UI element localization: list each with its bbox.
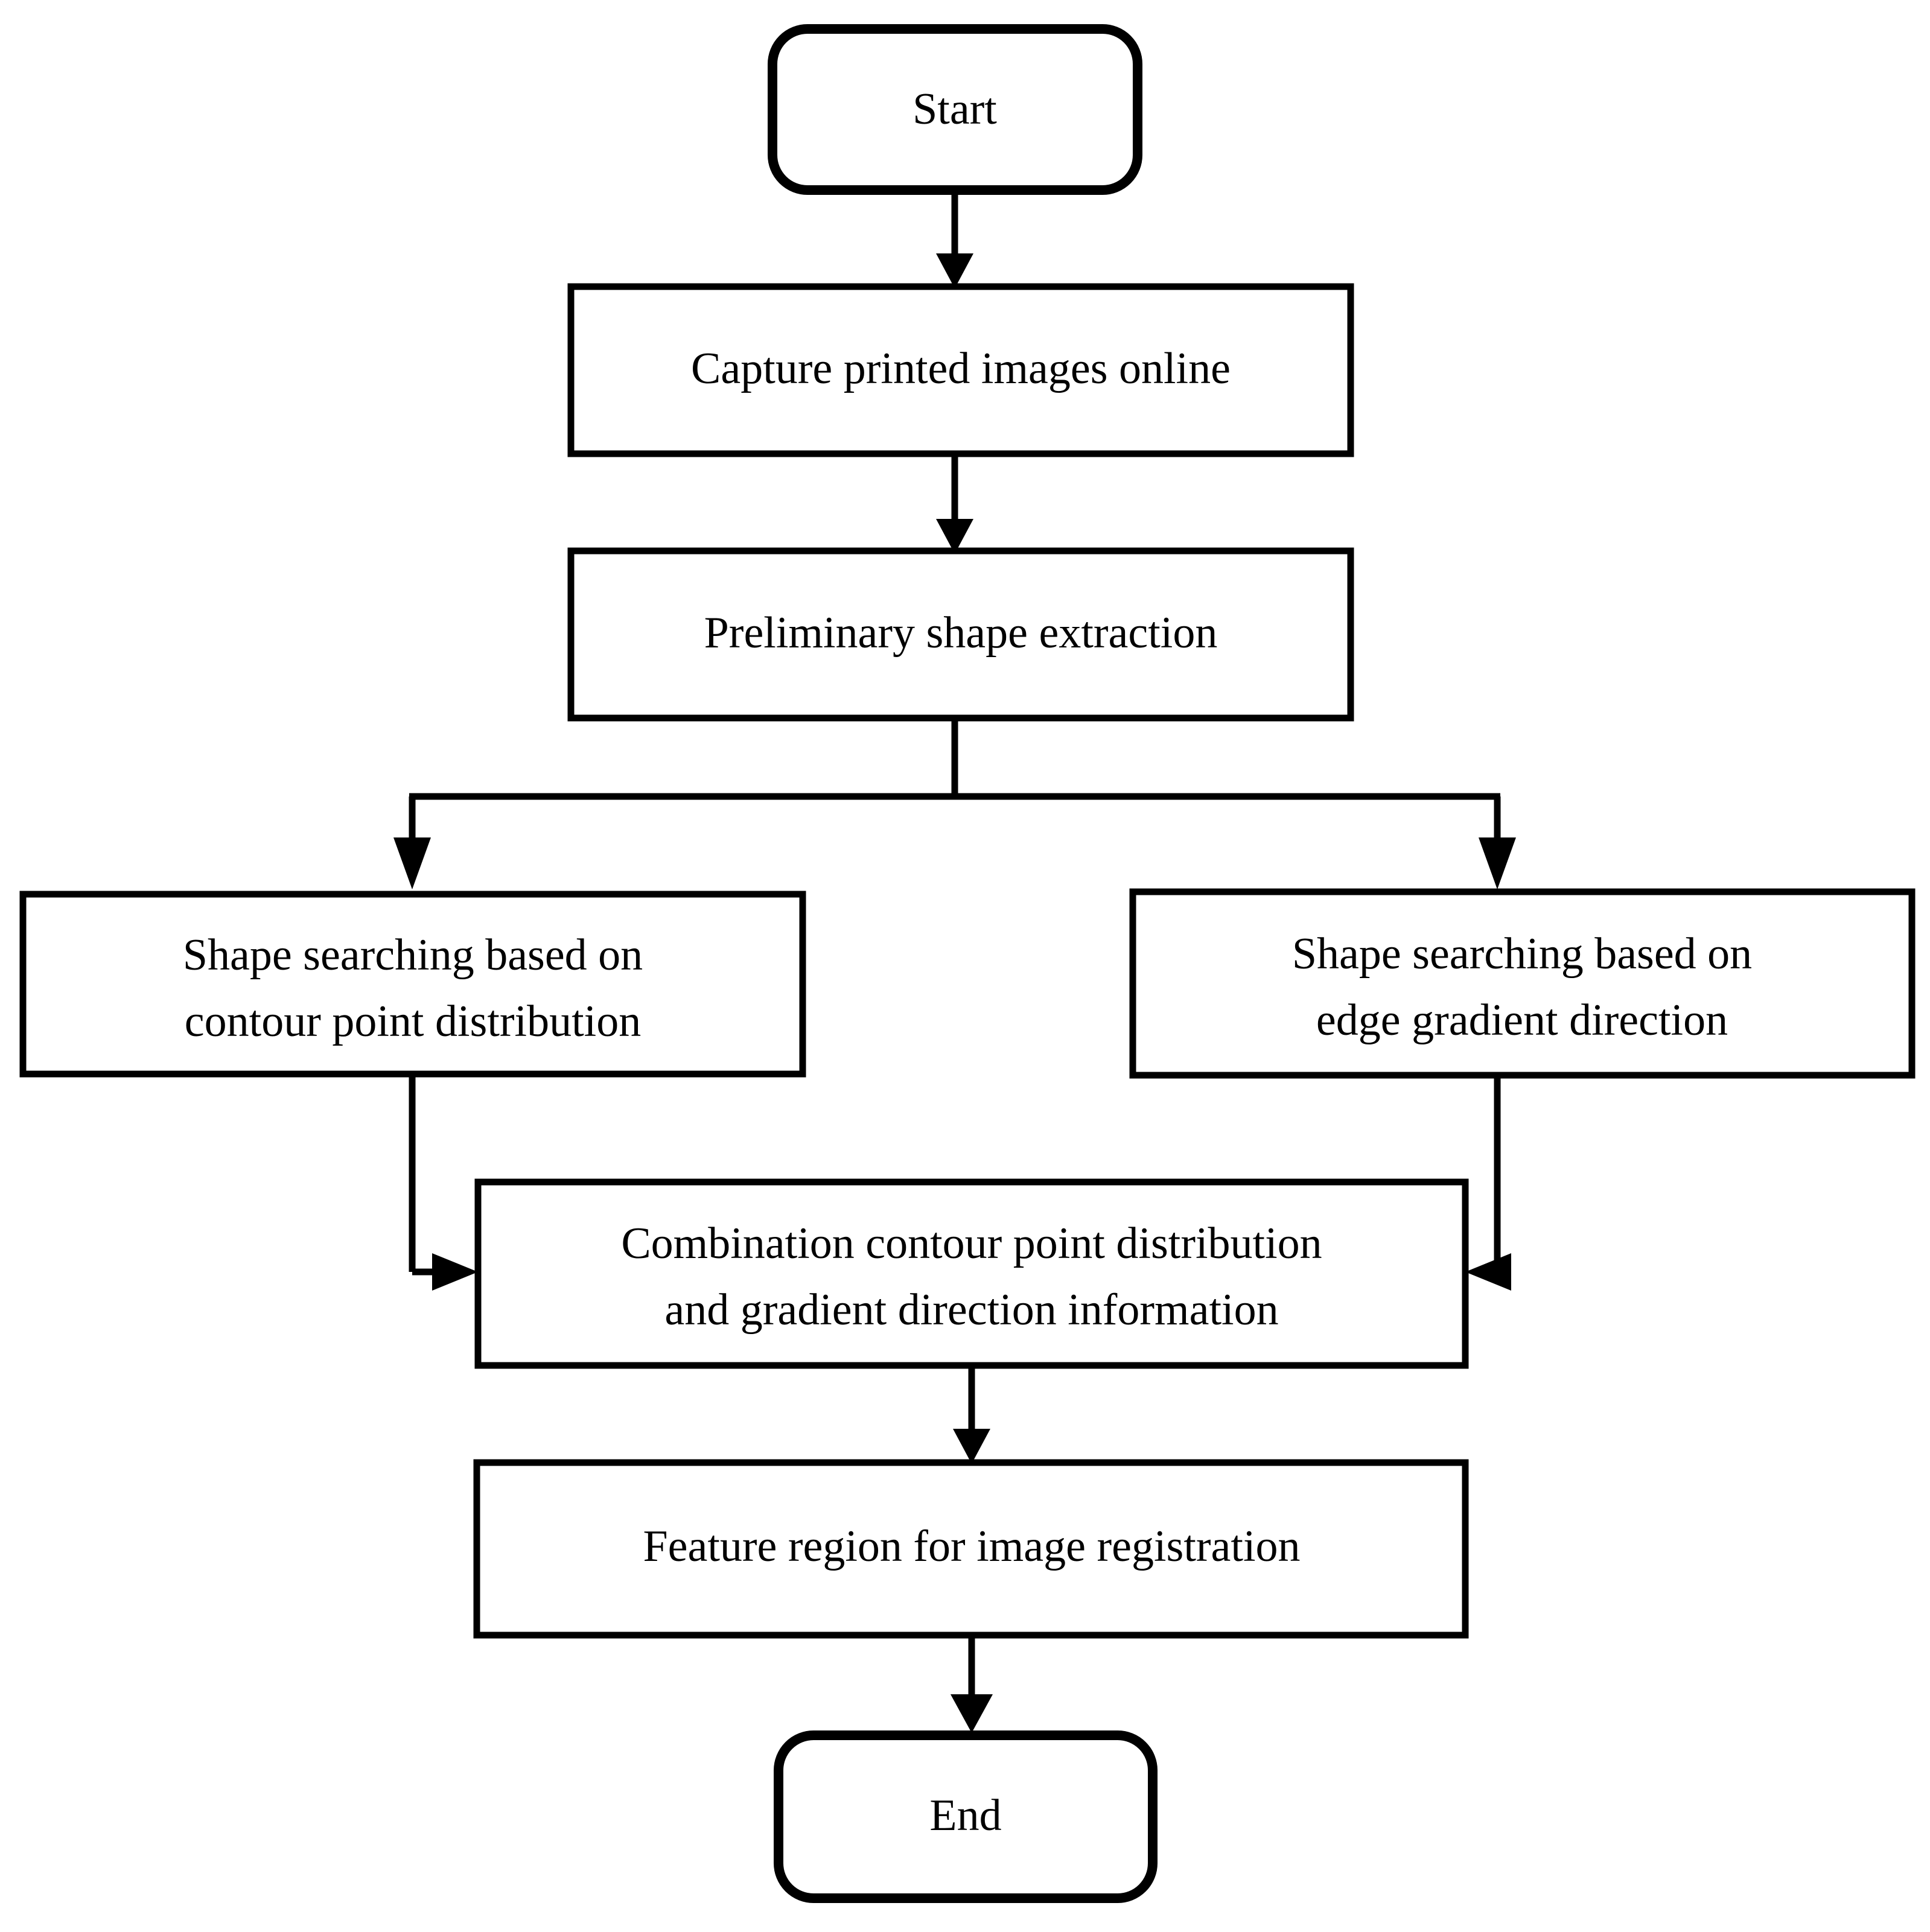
node-capture-label: Capture printed images online: [691, 344, 1231, 393]
node-shape-gradient-line2: edge gradient direction: [1316, 996, 1728, 1045]
node-combination-line2: and gradient direction information: [664, 1285, 1278, 1335]
node-combination-line1: Combination contour point distribution: [621, 1219, 1322, 1268]
edge-preliminary-split-bus: [409, 718, 1500, 800]
node-shape-searching-contour[interactable]: Shape searching based on contour point d…: [19, 891, 806, 1078]
edge-split-to-shape-gradient: [1479, 796, 1516, 889]
node-shape-contour-line2: contour point distribution: [185, 997, 641, 1046]
node-shape-gradient-line1: Shape searching based on: [1292, 929, 1752, 979]
edge-capture-to-preliminary: [936, 454, 973, 554]
edge-combination-to-feature-region: [953, 1365, 990, 1464]
node-feature-region[interactable]: Feature region for image registration: [473, 1459, 1469, 1639]
node-start-label: Start: [912, 84, 997, 134]
edge-start-to-capture: [936, 190, 973, 288]
node-shape-searching-gradient[interactable]: Shape searching based on edge gradient d…: [1129, 888, 1916, 1079]
node-feature-region-label: Feature region for image registration: [643, 1522, 1300, 1571]
node-preliminary-shape-extraction[interactable]: Preliminary shape extraction: [567, 547, 1354, 722]
node-end-label: End: [929, 1791, 1001, 1840]
edge-shape-contour-to-combination: [409, 1074, 478, 1291]
node-combination[interactable]: Combination contour point distribution a…: [474, 1178, 1469, 1369]
edge-shape-gradient-to-combination: [1465, 1075, 1511, 1291]
node-end[interactable]: End: [774, 1730, 1158, 1903]
node-capture-printed-images[interactable]: Capture printed images online: [567, 283, 1354, 457]
edge-split-to-shape-contour: [393, 796, 431, 889]
node-preliminary-label: Preliminary shape extraction: [704, 608, 1218, 658]
node-shape-contour-line1: Shape searching based on: [183, 930, 643, 980]
node-start[interactable]: Start: [768, 24, 1142, 195]
edge-feature-region-to-end: [951, 1635, 993, 1733]
